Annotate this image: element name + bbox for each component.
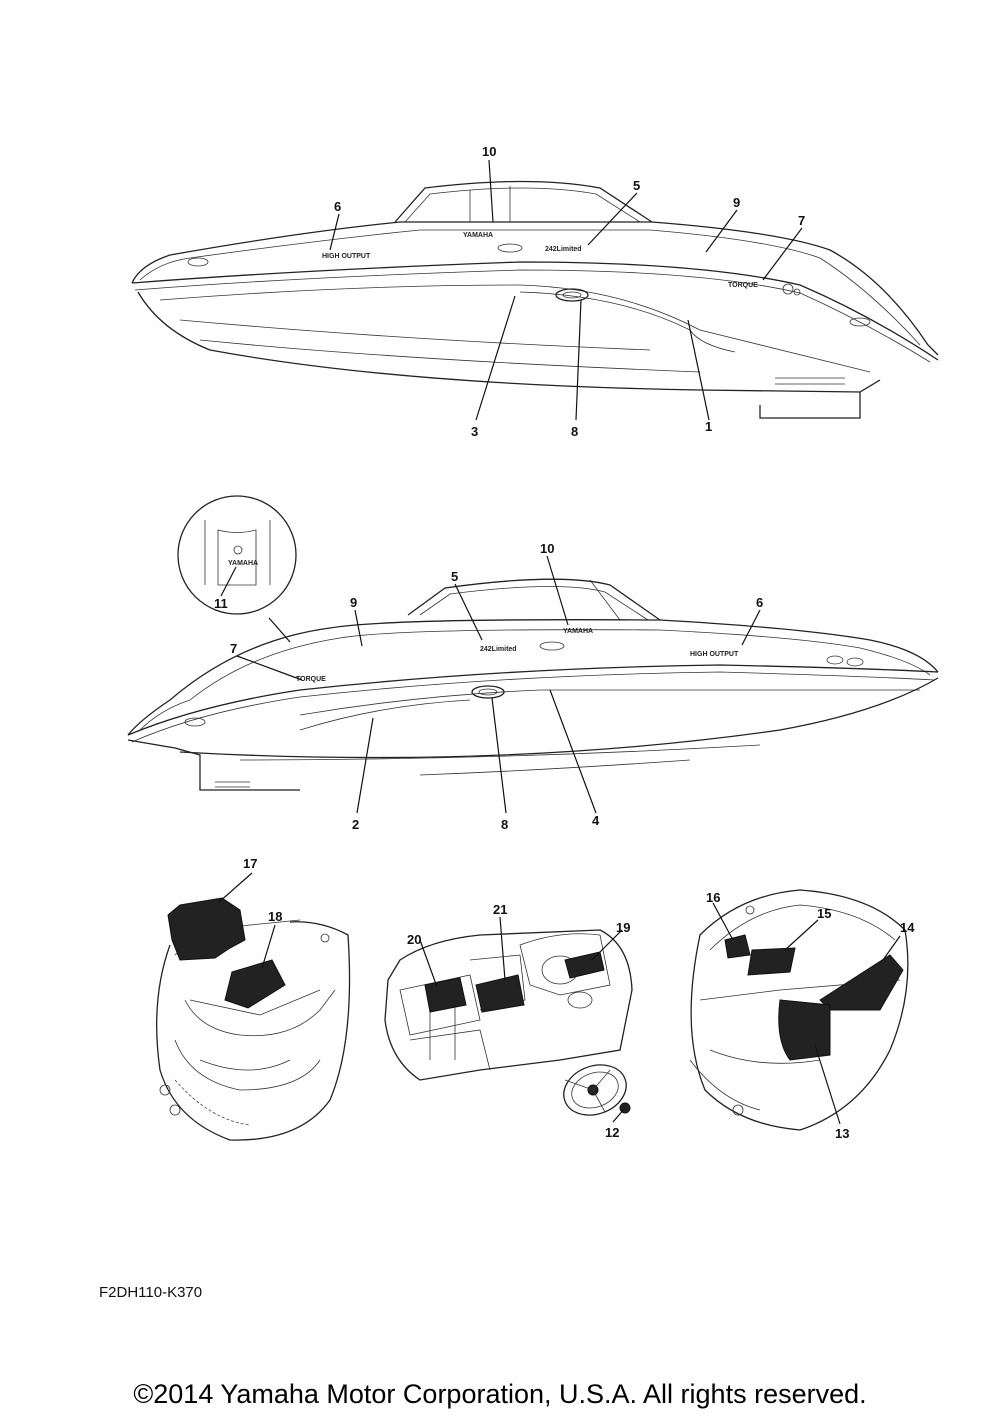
copyright-notice: ©2014 Yamaha Motor Corporation, U.S.A. A… bbox=[133, 1379, 867, 1409]
callout-19: 19 bbox=[616, 920, 630, 935]
model-decal-middle: 242Limited bbox=[480, 646, 517, 653]
callout-8-middle: 8 bbox=[501, 817, 508, 832]
callout-1-top: 1 bbox=[705, 419, 712, 434]
leaders-middle bbox=[236, 555, 761, 814]
callout-8-top: 8 bbox=[571, 424, 578, 439]
steering-wheel bbox=[563, 1064, 631, 1123]
callout-18: 18 bbox=[268, 909, 282, 924]
stern-deck-view bbox=[156, 872, 351, 1141]
callout-14: 14 bbox=[900, 920, 915, 935]
callout-15: 15 bbox=[817, 906, 831, 921]
callout-13: 13 bbox=[835, 1126, 849, 1141]
callout-3-top: 3 bbox=[471, 424, 478, 439]
engine-decal-middle: TORQUE bbox=[296, 676, 326, 683]
callout-5-middle: 5 bbox=[451, 569, 458, 584]
mat-14 bbox=[819, 954, 904, 1011]
callout-numbers: 10 5 9 7 6 3 8 1 10 5 9 6 7 11 2 8 4 17 … bbox=[214, 144, 915, 1141]
boat-side-view-middle: YAMAHA 242Limited HIGH OUTPUT TORQUE bbox=[127, 578, 939, 791]
yamaha-decal-middle: YAMAHA bbox=[563, 628, 593, 635]
callout-10-middle: 10 bbox=[540, 541, 554, 556]
mat-18 bbox=[224, 959, 286, 1009]
mat-17 bbox=[167, 897, 246, 961]
mat-16 bbox=[724, 934, 751, 959]
high-output-decal-middle: HIGH OUTPUT bbox=[690, 651, 739, 658]
callout-6-top: 6 bbox=[334, 199, 341, 214]
callout-6-middle: 6 bbox=[756, 595, 763, 610]
mat-19 bbox=[564, 951, 605, 979]
inset-detail-circle: YAMAHA bbox=[177, 495, 297, 643]
callout-16: 16 bbox=[706, 890, 720, 905]
callout-5-top: 5 bbox=[633, 178, 640, 193]
callout-7-top: 7 bbox=[798, 213, 805, 228]
callout-2: 2 bbox=[352, 817, 359, 832]
callout-9-middle: 9 bbox=[350, 595, 357, 610]
cockpit-view bbox=[384, 916, 633, 1123]
callout-4: 4 bbox=[592, 813, 600, 828]
mat-20 bbox=[424, 977, 467, 1013]
boat-side-view-top: YAMAHA 242Limited HIGH OUTPUT TORQUE bbox=[131, 180, 939, 419]
mat-21 bbox=[475, 974, 525, 1013]
callout-20: 20 bbox=[407, 932, 421, 947]
callout-10-top: 10 bbox=[482, 144, 496, 159]
mat-13 bbox=[778, 999, 831, 1061]
callout-12: 12 bbox=[605, 1125, 619, 1140]
callout-7-middle: 7 bbox=[230, 641, 237, 656]
callout-21: 21 bbox=[493, 902, 507, 917]
mat-15 bbox=[747, 947, 796, 976]
bow-deck-view bbox=[689, 889, 909, 1131]
high-output-decal-top: HIGH OUTPUT bbox=[322, 253, 371, 260]
callout-9-top: 9 bbox=[733, 195, 740, 210]
yamaha-decal-top: YAMAHA bbox=[463, 232, 493, 239]
engine-decal-top: TORQUE bbox=[728, 282, 758, 289]
leaders-top bbox=[329, 159, 803, 421]
callout-11: 11 bbox=[214, 596, 228, 611]
yamaha-decal-inset: YAMAHA bbox=[228, 560, 258, 567]
diagram-code: F2DH110-K370 bbox=[99, 1284, 203, 1301]
model-decal-top: 242Limited bbox=[545, 246, 582, 253]
callout-17: 17 bbox=[243, 856, 257, 871]
